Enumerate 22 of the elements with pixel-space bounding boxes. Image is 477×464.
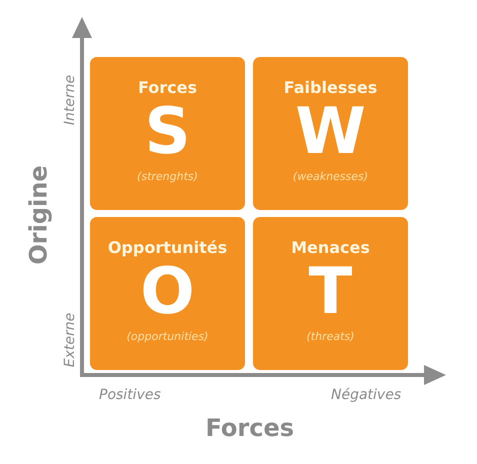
- quadrant-subtitle: (threats): [306, 331, 356, 344]
- axis-tick-label: Positives: [99, 387, 161, 403]
- quadrant-box: [253, 217, 408, 370]
- quadrant-box: [90, 57, 245, 210]
- axis-tick-label: Négatives: [331, 387, 402, 403]
- quadrant-letter: S: [143, 97, 192, 168]
- quadrant-subtitle: (weaknesses): [292, 171, 370, 184]
- axis-title: Origine: [24, 165, 52, 265]
- quadrant-letter: O: [140, 257, 195, 328]
- axis-title: Forces: [206, 414, 294, 442]
- quadrant-heading: Faiblesses: [282, 79, 378, 97]
- quadrant-heading: Menaces: [290, 239, 371, 257]
- quadrant-letter: W: [294, 97, 367, 168]
- quadrant-subtitle: (strenghts): [136, 171, 199, 184]
- quadrant-subtitle: (opportunities): [126, 331, 210, 344]
- quadrant-box: [253, 57, 408, 210]
- axis-tick-label: Externe: [62, 312, 78, 368]
- quadrant-heading: Opportunités: [106, 239, 228, 257]
- quadrant-heading: Forces: [136, 79, 198, 97]
- quadrant-letter: T: [308, 257, 354, 328]
- axis-tick-label: Interne: [62, 74, 78, 126]
- quadrant-box: [90, 217, 245, 370]
